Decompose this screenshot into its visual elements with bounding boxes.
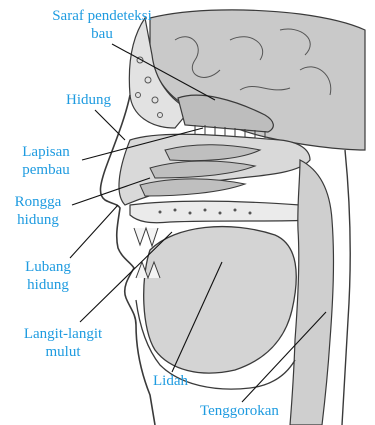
tongue [144, 227, 297, 374]
upper-teeth [134, 228, 158, 246]
pharynx [290, 160, 333, 425]
label-langit: Langit-langit mulut [10, 325, 116, 361]
label-langit-line2: mulut [10, 343, 116, 361]
label-lapisan-line1: Lapisan [14, 143, 78, 161]
label-hidung: Hidung [66, 91, 111, 109]
label-lapisan-line2: pembau [14, 161, 78, 179]
label-rongga-line1: Rongga [8, 193, 68, 211]
label-tenggorokan: Tenggorokan [200, 402, 279, 420]
label-rongga: Rongga hidung [8, 193, 68, 229]
label-lubang-line2: hidung [18, 276, 78, 294]
throat-wall [342, 150, 350, 425]
label-saraf: Saraf pendeteksi bau [30, 7, 174, 43]
label-saraf-line1: Saraf pendeteksi [30, 7, 174, 25]
lower-turbinate [140, 179, 245, 196]
label-saraf-line2: bau [30, 25, 174, 43]
palate [130, 201, 315, 222]
label-lubang-line1: Lubang [18, 258, 78, 276]
label-lubang: Lubang hidung [18, 258, 78, 294]
label-lidah: Lidah [153, 372, 188, 390]
leader-lubang [70, 205, 118, 258]
label-langit-line1: Langit-langit [10, 325, 116, 343]
leader-hidung [95, 110, 125, 140]
label-rongga-line2: hidung [8, 211, 68, 229]
label-lapisan: Lapisan pembau [14, 143, 78, 179]
